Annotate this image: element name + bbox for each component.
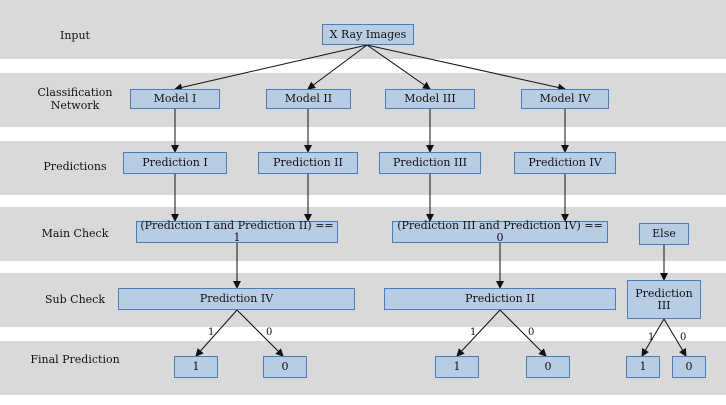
row-label-final: Final Prediction [30,352,120,366]
node-main-check-1: (Prediction I and Prediction II) == 1 [136,220,338,244]
edge-label-3a: 1 [648,332,655,343]
edge-label-1b: 0 [266,327,273,338]
node-sub-check-3: Prediction III [627,280,701,319]
edge-xray-model2 [307,44,368,90]
row-label-input: Input [60,28,90,42]
edge-sub1-f1b [236,309,284,357]
node-sub-check-2: Prediction II [384,288,616,310]
edge-sub1-f1a [195,309,238,357]
edge-xray-model3 [366,44,431,90]
row-label-main-check: Main Check [41,226,109,240]
node-final-2a: 1 [435,356,479,378]
node-prediction-1: Prediction I [123,152,227,174]
edge-label-3b: 0 [680,332,687,343]
node-model-4: Model IV [521,89,609,109]
band-final [0,341,726,395]
node-main-check-2: (Prediction III and Prediction IV) == 0 [392,220,608,244]
node-prediction-2: Prediction II [258,152,358,174]
edge-sub3-f3a [641,318,665,357]
node-final-3a: 1 [626,356,660,378]
node-final-1a: 1 [174,356,218,378]
node-else: Else [639,223,689,245]
node-prediction-4: Prediction IV [514,152,616,174]
node-final-1b: 0 [263,356,307,378]
node-final-2b: 0 [526,356,570,378]
node-sub-check-1: Prediction IV [118,288,355,310]
node-prediction-3: Prediction III [379,152,481,174]
edge-label-2a: 1 [470,327,477,338]
edge-xray-model1 [174,44,368,92]
edge-label-1a: 1 [208,327,215,338]
node-xray-images: X Ray Images [322,24,414,45]
edge-sub2-f2a [456,309,501,357]
node-model-2: Model II [266,89,351,109]
edge-sub3-f3b [663,318,687,357]
edge-xray-model4 [366,44,566,92]
row-label-classification: Classification Network [37,86,113,112]
node-model-1: Model I [130,89,220,109]
node-final-3b: 0 [672,356,706,378]
row-label-sub-check: Sub Check [45,292,105,306]
node-model-3: Model III [385,89,475,109]
row-label-predictions: Predictions [43,159,107,173]
edge-label-2b: 0 [528,327,535,338]
edge-sub2-f2b [499,309,547,357]
